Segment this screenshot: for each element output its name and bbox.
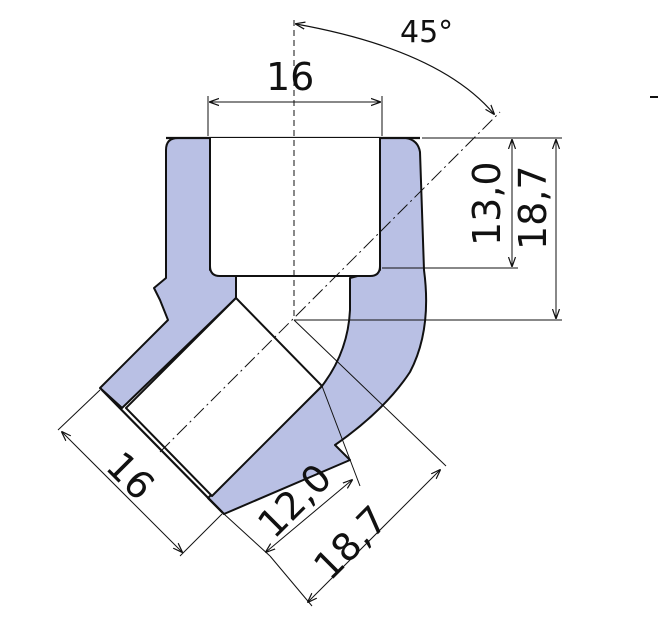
angle-dimension: 45° xyxy=(296,15,494,114)
side-total-dimension xyxy=(269,319,447,607)
center-lines xyxy=(159,20,501,453)
side-total-label: 18,7 xyxy=(305,497,396,588)
top-width-label: 16 xyxy=(266,55,314,99)
angled-axis xyxy=(159,111,501,453)
angle-arc xyxy=(296,24,494,114)
angle-label: 45° xyxy=(400,15,453,50)
left-wall-section xyxy=(99,137,237,409)
fitting-body xyxy=(99,136,428,515)
top-total-dimension xyxy=(294,137,562,321)
right-wall-section xyxy=(207,137,428,515)
top-total-label: 18,7 xyxy=(511,165,555,250)
top-depth-dimension xyxy=(382,137,520,269)
top-depth-label: 13,0 xyxy=(465,161,509,246)
side-width-label: 16 xyxy=(98,443,163,508)
top-socket-bore xyxy=(209,138,381,277)
top-width-dimension xyxy=(207,96,383,136)
side-width-dimension xyxy=(57,389,223,557)
